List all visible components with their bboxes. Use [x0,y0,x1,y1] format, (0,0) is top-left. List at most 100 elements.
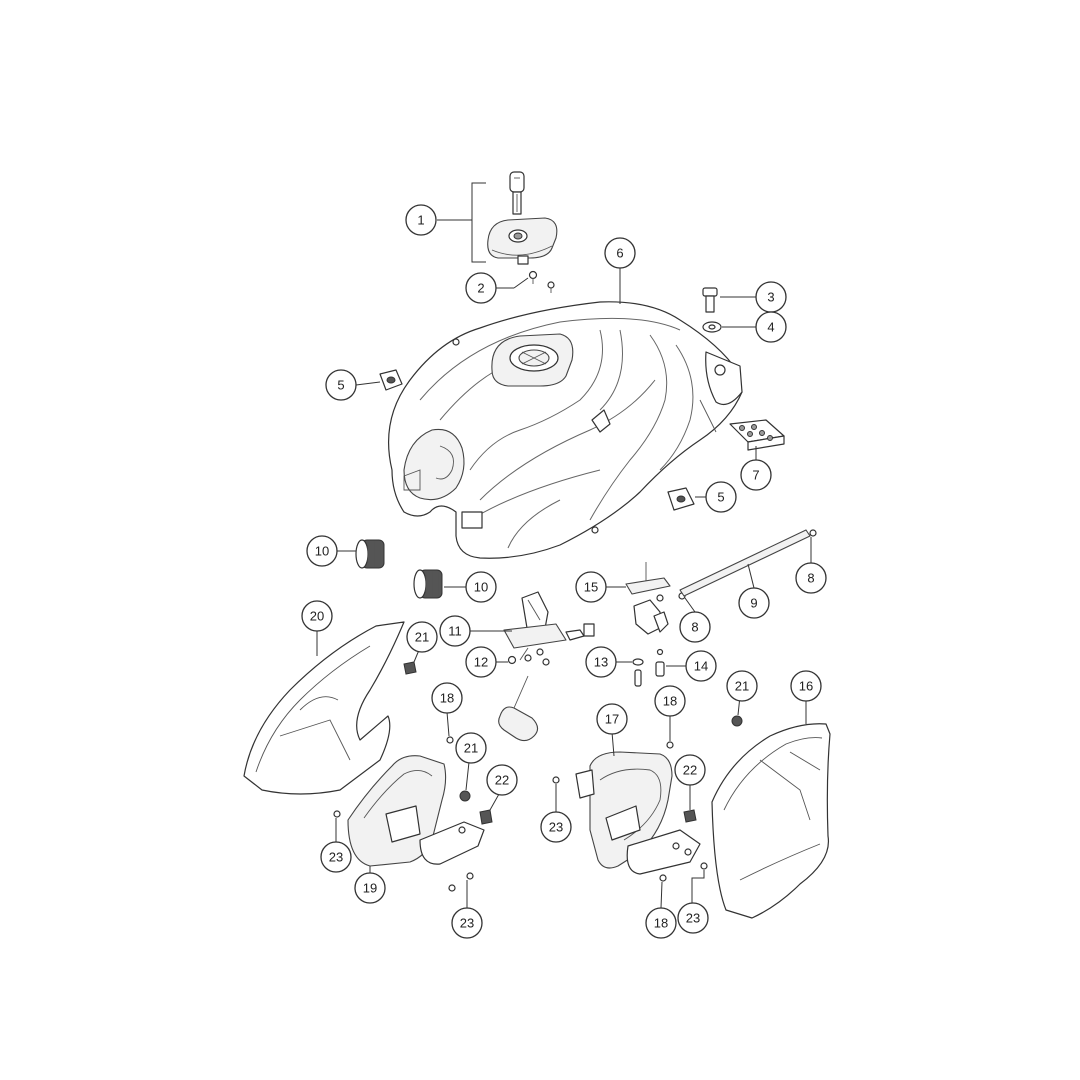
callout-17: 17 [596,703,628,735]
callout-16-label: 16 [799,679,813,694]
callout-5a-label: 5 [337,378,344,393]
part-9-rod [679,529,811,597]
callout-20: 20 [301,600,333,632]
callout-18-lower: 18 [645,907,677,939]
callout-21c-label: 21 [735,679,749,694]
callout-12: 12 [465,646,497,678]
callout-8-lower: 8 [679,611,711,643]
callout-1: 1 [405,204,437,236]
callout-5-left: 5 [325,369,357,401]
callout-10-lower: 10 [465,571,497,603]
callout-22-right: 22 [674,754,706,786]
callout-14: 14 [685,650,717,682]
callout-23d-label: 23 [686,911,700,926]
callout-4: 4 [755,311,787,343]
callout-10a-label: 10 [315,544,329,559]
part-18-screw-lower [659,874,667,909]
part-23-screw-left [333,810,341,842]
callout-5-right: 5 [705,481,737,513]
part-14-bolt [655,648,686,677]
callout-2-label: 2 [477,281,484,296]
callout-18b-label: 18 [663,694,677,709]
part-4-washer [702,321,756,333]
part-21-grommet-upper-left [403,649,420,675]
callout-17-label: 17 [605,712,619,727]
part-15-fuel-tap [606,562,671,635]
part-13-bolt [616,658,644,687]
callout-18a-label: 18 [440,691,454,706]
part-17-right-inner-panel [575,731,701,875]
callout-23b-label: 23 [460,916,474,931]
callout-23c-label: 23 [549,820,563,835]
callout-2: 2 [465,272,497,304]
callout-16: 16 [790,670,822,702]
callout-13-label: 13 [594,655,608,670]
callout-10b-label: 10 [474,580,488,595]
part-20-left-side-cover [243,621,405,795]
callout-6-label: 6 [616,246,623,261]
callout-22-left: 22 [486,764,518,796]
part-23-screw-lower-left [448,872,474,910]
part-7-rubber-pad [729,419,785,460]
callout-18-upper-right: 18 [654,685,686,717]
callout-19-label: 19 [363,881,377,896]
callout-8a-label: 8 [807,571,814,586]
part-22-clip-right [683,784,697,823]
part-3-bolt [702,287,756,313]
callout-21-mid: 21 [455,732,487,764]
part-16-right-side-cover [711,700,831,919]
part-11-fuel-sender [470,591,595,742]
callout-9: 9 [738,587,770,619]
part-21-grommet-mid [459,761,471,802]
part-6-fuel-tank [387,268,743,559]
callout-3: 3 [755,281,787,313]
callout-4-label: 4 [767,320,774,335]
callout-22b-label: 22 [683,763,697,778]
part-5-rubber-mount-right [667,487,706,511]
callout-23-right: 23 [677,902,709,934]
callout-5b-label: 5 [717,490,724,505]
part-18-screw-upper-left [446,711,454,744]
callout-18c-label: 18 [654,916,668,931]
callout-21a-label: 21 [415,630,429,645]
callout-8b-label: 8 [691,620,698,635]
callout-21-upper-left: 21 [406,621,438,653]
callout-21-right: 21 [726,670,758,702]
part-12-screws [496,648,550,666]
callout-13: 13 [585,646,617,678]
callout-9-label: 9 [750,596,757,611]
callout-19: 19 [354,872,386,904]
part-10-damper-lower [413,569,466,599]
callout-11: 11 [439,615,471,647]
part-8-clip-lower [678,592,696,613]
callout-20-label: 20 [310,609,324,624]
part-10-damper-upper [337,539,385,569]
callout-23a-label: 23 [329,850,343,865]
part-2-screws [496,270,555,293]
part-8-clip-upper [809,529,817,564]
callout-23-lower-left: 23 [451,907,483,939]
callout-21b-label: 21 [464,741,478,756]
callout-22a-label: 22 [495,773,509,788]
callout-23-center: 23 [540,811,572,843]
callout-7-label: 7 [752,468,759,483]
callout-6: 6 [604,237,636,269]
part-23-screw-right [691,862,708,904]
callout-15-label: 15 [584,580,598,595]
callout-10-upper: 10 [306,535,338,567]
callout-18-upper-left: 18 [431,682,463,714]
part-19-left-inner-panel [347,755,485,874]
part-22-clip-left [479,793,500,825]
callout-1-label: 1 [417,213,424,228]
callout-15: 15 [575,571,607,603]
part-1-key-and-cap [437,171,558,265]
part-18-screw-upper-right [666,715,674,749]
callout-23-left: 23 [320,841,352,873]
part-23-screw-center [552,776,560,812]
callout-14-label: 14 [694,659,708,674]
part-5-rubber-mount-left [355,369,403,391]
callout-3-label: 3 [767,290,774,305]
callout-7: 7 [740,459,772,491]
callout-12-label: 12 [474,655,488,670]
